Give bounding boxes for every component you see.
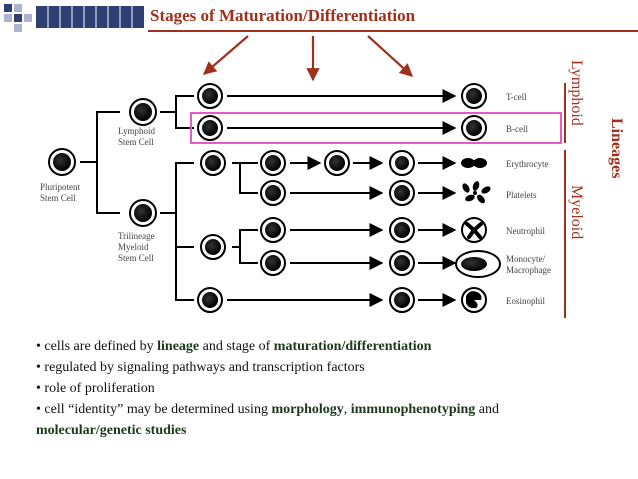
myeloid-progenitor-2 [200,234,226,260]
megakaryocyte-precursor-2 [389,180,415,206]
title-underline [148,30,638,32]
myeloid-lineage-label: Myeloid [568,185,585,239]
erythroid-precursor-2 [324,150,350,176]
t-cell-progenitor [197,83,223,109]
cell-type-labels: T-cell B-cell Erythrocyte Platelets Neut… [506,92,551,306]
platelets [462,181,491,204]
erythroid-precursor-1 [260,150,286,176]
lymphoid-stem-label-1: Lymphoid [118,126,156,136]
bullet-text: and stage of [199,339,274,354]
stem-cell-labels: Pluripotent Stem Cell Lymphoid Stem Cell… [40,126,156,263]
lineages-heading: Lineages [608,118,625,178]
highlight-term: molecular/genetic studies [36,423,187,438]
bullet-item-continued: molecular/genetic studies [36,420,636,441]
trilineage-label-2: Myeloid [118,242,149,252]
bullet-item: • cells are defined by lineage and stage… [36,339,432,354]
bullet-item: • cell “identity” may be determined usin… [36,402,499,417]
t-cell-label: T-cell [506,92,527,102]
bullet-text: and [475,402,499,417]
t-cell [461,83,487,109]
bullet-item: • role of proliferation [36,381,155,396]
highlight-term: maturation/differentiation [273,339,432,354]
erythrocyte [461,158,487,168]
monocyte-macrophage [455,250,501,278]
macrophage-label: Macrophage [506,265,551,275]
bullet-text: cells are defined by [44,339,158,354]
highlight-term: lineage [157,339,200,354]
b-cell-progenitor [197,115,223,141]
lymphoid-lineage-label: Lymphoid [568,60,585,126]
eosinophil-label: Eosinophil [506,296,546,306]
bullet-list: • cells are defined by lineage and stage… [36,336,636,441]
neutrophil-precursor-1 [260,217,286,243]
highlight-term: immunophenotyping [350,402,476,417]
lymphoid-stem-label-2: Stem Cell [118,137,154,147]
neutrophil [461,217,487,243]
trilineage-label-3: Stem Cell [118,253,154,263]
trilineage-myeloid-stem-cell [129,199,157,227]
lymphoid-stem-cell [129,98,157,126]
trilineage-label-1: Trilineage [118,231,155,241]
eosinophil-progenitor [197,287,223,313]
bullet-item: • regulated by signaling pathways and tr… [36,360,365,375]
cells [48,83,501,313]
eosinophil [461,287,487,313]
myeloid-progenitor-1 [200,150,226,176]
maturation-arrows [227,89,457,307]
b-cell-highlight-box [190,112,562,144]
bullet-text: cell “identity” may be determined using [44,402,272,417]
differentiation-diagram: Pluripotent Stem Cell Lymphoid Stem Cell… [40,35,625,318]
monocyte-precursor-2 [389,250,415,276]
erythroid-precursor-3 [389,150,415,176]
platelets-label: Platelets [506,190,537,200]
pluripotent-label-2: Stem Cell [40,193,76,203]
title-decoration [4,4,144,32]
erythrocyte-label: Erythrocyte [506,159,548,169]
neutrophil-label: Neutrophil [506,226,545,236]
megakaryocyte-precursor-1 [260,180,286,206]
pluripotent-label-1: Pluripotent [40,182,80,192]
bullet-text: regulated by signaling pathways and tran… [44,360,365,375]
lineage-labels: Lymphoid Myeloid Lineages [568,60,625,239]
stage-arrows [203,35,413,82]
monocyte-precursor-1 [260,250,286,276]
monocyte-label: Monocyte/ [506,254,545,264]
eosinophil-precursor [389,287,415,313]
slide-title: Stages of Maturation/Differentiation [150,6,416,25]
b-cell [461,115,487,141]
pluripotent-stem-cell [48,148,76,176]
branch-lines [80,95,258,301]
neutrophil-precursor-2 [389,217,415,243]
highlight-term: morphology [271,402,344,417]
b-cell-label: B-cell [506,124,528,134]
bullet-text: , [343,402,351,417]
bullet-text: role of proliferation [44,381,155,396]
